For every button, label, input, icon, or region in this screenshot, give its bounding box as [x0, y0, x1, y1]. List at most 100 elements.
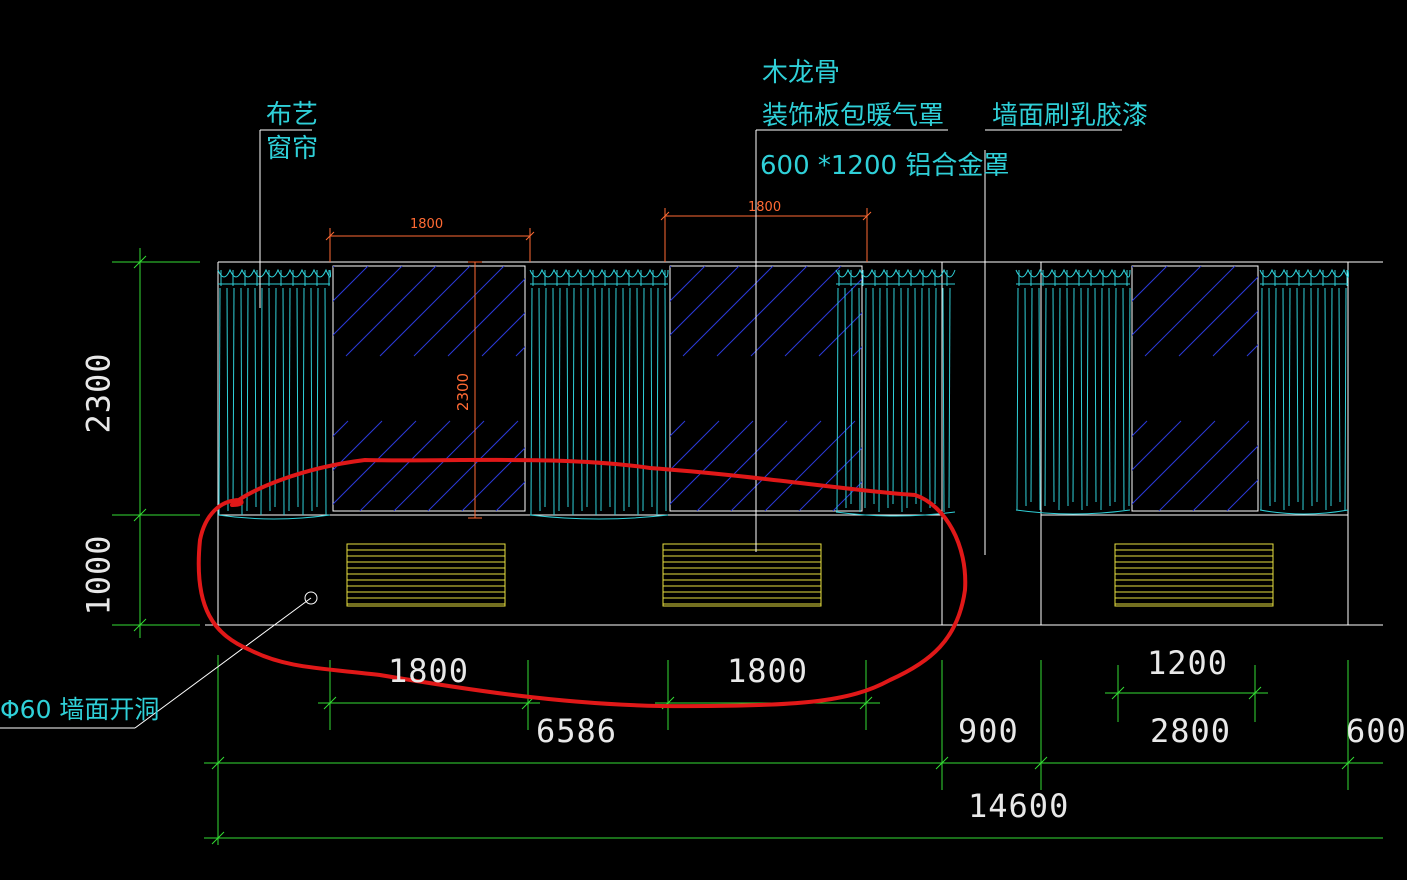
curtain-pleat — [878, 287, 881, 513]
hatch-line — [750, 266, 842, 357]
curtain-pleat — [836, 287, 839, 513]
curtain-pleat — [650, 287, 653, 508]
curtain-pleat — [260, 287, 263, 516]
hatch-line — [1397, 421, 1407, 511]
window-frame-3 — [1131, 265, 1259, 512]
curtain-pleat — [1310, 287, 1313, 507]
curtain-group — [217, 268, 1349, 520]
hatch-line — [1144, 266, 1236, 357]
hatch-line — [1132, 420, 1182, 471]
hatch-line — [975, 266, 1065, 356]
curtain-pleat — [1114, 287, 1117, 503]
curtain-pleat — [900, 287, 903, 513]
hatch-line — [190, 421, 280, 511]
hatch-line — [495, 481, 525, 511]
curtain-pleat — [552, 287, 555, 516]
hatch-line — [379, 266, 471, 357]
hatch-line — [345, 266, 437, 357]
curtain-pleat — [1316, 287, 1319, 503]
hatch-line — [1281, 266, 1371, 356]
curtain-pleat — [538, 287, 541, 512]
curtain-pleat — [1268, 287, 1271, 507]
panel-label: 装饰板包暖气罩 — [762, 101, 945, 131]
glass-hatch-1 — [108, 266, 525, 511]
curtain-pleat — [1100, 287, 1103, 511]
window-frame-2 — [669, 265, 863, 512]
curtain-header — [217, 268, 331, 278]
wall-hole-marker — [304, 591, 318, 605]
dim-bottom-1800-b: 1800 — [727, 652, 809, 690]
hatch-line — [901, 421, 991, 511]
curtain-pleat — [268, 287, 271, 512]
curtain-pleat — [296, 287, 299, 508]
hatch-line — [427, 420, 519, 511]
hatch-line — [1349, 266, 1407, 356]
curtain-pleat — [600, 287, 603, 512]
hatch-line — [1383, 266, 1407, 356]
curtain-pleat — [566, 287, 569, 508]
curtain-pleat — [1128, 287, 1131, 507]
curtain-pleat — [614, 287, 617, 516]
hatch-line — [1003, 421, 1093, 511]
curtain-label-line2: 窗帘 — [266, 134, 319, 164]
curtain-pleat — [1094, 287, 1097, 503]
curtain-pleat — [226, 287, 229, 512]
curtain-header — [1015, 268, 1131, 278]
curtain-pleat — [274, 287, 277, 508]
hatch-line — [1132, 420, 1216, 505]
hatch-line — [108, 266, 198, 356]
curtain-pleat — [288, 287, 291, 512]
hatch-line — [1212, 310, 1258, 357]
curtain-pleat — [934, 287, 937, 505]
curtain-pleat — [1038, 287, 1041, 511]
curtain-pleat — [858, 287, 861, 513]
hatch-line — [461, 447, 525, 511]
hatch-line — [989, 266, 1079, 356]
curtain-pleat — [302, 287, 305, 516]
curtain-label-line1: 布艺 — [266, 100, 319, 130]
hatch-line — [1158, 420, 1250, 511]
curtain-pleat — [1274, 287, 1277, 503]
hatch-line — [832, 481, 862, 511]
curtain-pleat — [920, 287, 923, 513]
curtain-pleat — [1288, 287, 1291, 507]
dim-height-upper: 2300 — [79, 352, 118, 434]
curtain-header — [529, 268, 669, 278]
dim-height-lower: 1000 — [79, 534, 118, 616]
dimension-lines — [112, 248, 1383, 845]
hatch-line — [670, 266, 740, 336]
curtain-pleat — [628, 287, 631, 508]
curtain-pleat — [240, 287, 243, 516]
hatch-line — [670, 266, 706, 302]
dim-bottom-1800-a: 1800 — [388, 652, 470, 690]
radiator-grille-group — [346, 543, 1274, 607]
curtain-pleat — [1086, 287, 1089, 507]
window-frame-group — [332, 265, 1259, 512]
hatch-line — [1178, 276, 1258, 357]
hatch-line — [224, 421, 314, 511]
dim-1200: 1200 — [1147, 644, 1229, 682]
curtain-pleat — [558, 287, 561, 512]
hatch-line — [393, 420, 485, 511]
hatch-line — [1226, 479, 1258, 511]
curtain-pleat — [1080, 287, 1083, 511]
hatch-line — [1023, 266, 1113, 356]
dim-600: 600 — [1346, 712, 1407, 750]
curtain-pleat — [864, 287, 867, 509]
curtain-pleat — [232, 287, 235, 508]
curtain-pleat — [844, 287, 847, 509]
curtain-pleat — [664, 287, 667, 512]
curtain-pleat — [586, 287, 589, 508]
curtain-pleat — [636, 287, 639, 516]
hatch-line — [670, 420, 720, 471]
curtain-pleat — [1058, 287, 1061, 511]
curtain-pleat — [1052, 287, 1055, 503]
hatch-line — [156, 421, 246, 511]
hatch-line — [1315, 266, 1405, 356]
hatch-line — [887, 421, 977, 511]
curtain-pleat — [1024, 287, 1027, 507]
hatch-line — [333, 266, 369, 302]
hatch-line — [359, 420, 451, 511]
curtain-pleat — [1324, 287, 1327, 511]
